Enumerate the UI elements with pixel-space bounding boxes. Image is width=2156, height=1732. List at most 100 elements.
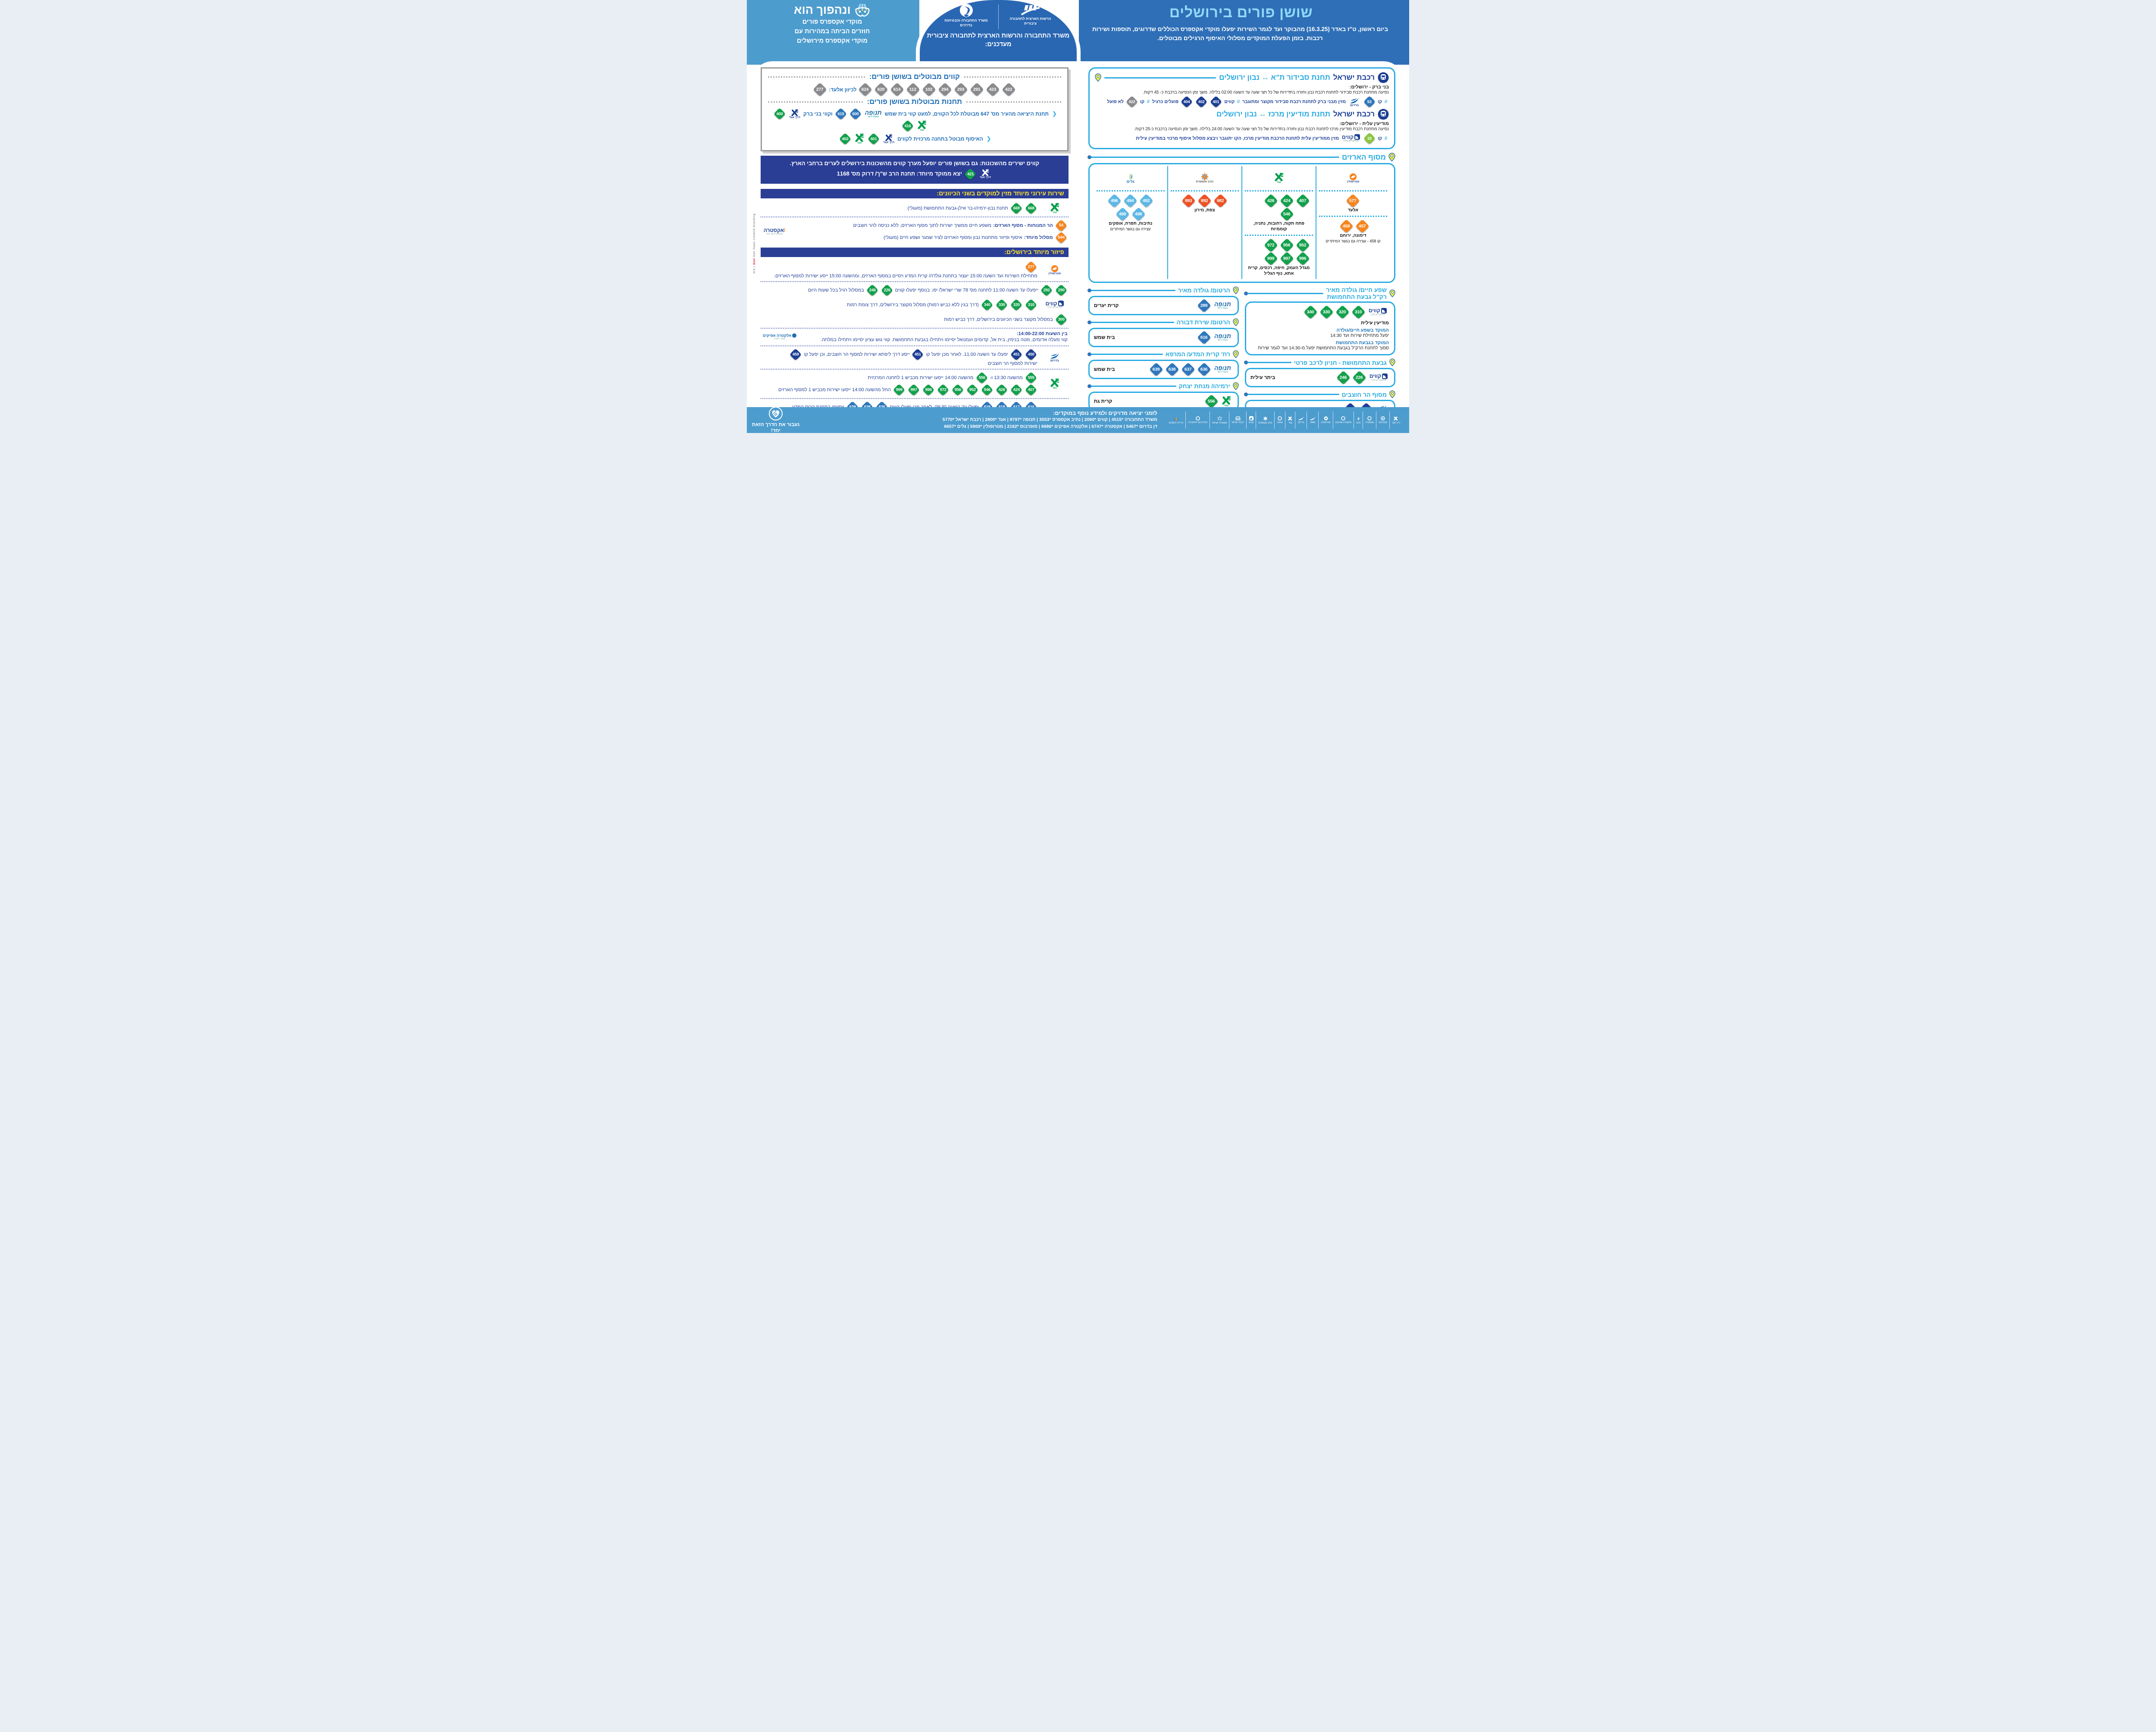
destination-label: צפת, מירון: [1194, 208, 1215, 213]
route-badge-450: 450: [1025, 348, 1037, 361]
rail-operator-label: רכבת ישראל: [1333, 110, 1375, 118]
station-header: הרטום/ שירת דבורה: [1087, 318, 1239, 326]
רכבת ישראל-icon: [1235, 416, 1241, 420]
route-badge-996: 996: [922, 383, 934, 396]
route-badge-300: 300: [1055, 313, 1067, 326]
text-segment: תחנת היציאה מהעיר מס' 647 מבוטלת לכל הקו…: [884, 111, 1049, 117]
text-segment: קווי מעלה אדומים, מטה בנימין, בית אל, קד…: [820, 337, 1068, 343]
header-rule: [1087, 320, 1174, 324]
operator-logo-name: עיריית ירושלים: [1169, 422, 1184, 424]
text-segment: תחנת נבון-ירמיהו-בר אילן-גבעת התחמושת (מ…: [907, 205, 1008, 211]
route-badge-226: 226: [881, 284, 893, 297]
nativ-logo: נתיב אקספרס: [1196, 173, 1213, 184]
route-badge-293: 293: [954, 82, 968, 97]
route-badge-א54: א54: [1055, 231, 1067, 244]
hotlines-line-1: משרד התחבורה *4515 | קווים *2060 | נתיב …: [942, 417, 1157, 423]
israel-rail-box: רכבת ישראל תחנת סבידור ת"א ↔ נבון ירושלי…: [1088, 67, 1395, 149]
route-badge-422: 422: [1002, 82, 1016, 97]
text-segment: פועלים כרגיל: [1152, 99, 1179, 104]
poster-subtitle: ביום ראשון, ט"ז באדר (16.3.25) מהבוקר וע…: [1092, 26, 1388, 41]
studio-credit: ikan ikan maas creative branding | פוס: [753, 213, 756, 273]
operator-logo-אקסטרה: אקסטרה: [1363, 411, 1377, 429]
operator-logo-name: תנופה: [1277, 421, 1283, 424]
cancelled-lines-header: קווים מבוטלים בשושן פורים:: [768, 73, 1061, 81]
express-hubs-headline: ונהפוך הוא מוקדי אקספרס פורים חוזרים הבי…: [752, 3, 912, 46]
route-badge-992: 992: [1197, 194, 1212, 208]
עיריית ירושלים-icon: [1174, 416, 1179, 421]
route-badge-340: 340: [981, 298, 993, 311]
text-segment: קו: [1140, 99, 1145, 104]
egged-logo: אגד: [1043, 203, 1066, 214]
group-badges: 577: [1345, 194, 1361, 208]
text-segment: מתחילת השירות ועד השעה 15:00 יעצור בתחנת…: [774, 273, 1037, 279]
header: שושן פורים בירושלים ביום ראשון, ט"ז באדר…: [747, 0, 1409, 73]
דרך אגד-icon: [1393, 416, 1398, 421]
station-note: סמוך לתחנת הרק"ל בגבעת התחמושת יפעל מ-14…: [1258, 345, 1389, 351]
urban-service-bar: שירות עירוני מיוחד מזין למוקדים בשני הכי…: [761, 188, 1069, 198]
text-segment: ישירות למסוף הר חוצבים: [987, 361, 1037, 366]
text-segment: יפעלו עד השעה 11:00. לאחר מכן יפעל קו: [926, 351, 1008, 357]
text-segment: האיסוף מבוטל בתחנה מרכזית לקווים: [897, 136, 983, 142]
text-segment: קו: [1378, 99, 1382, 104]
תכנית אב לתחבורה-icon: [1195, 416, 1200, 420]
dotted-divider: [1096, 190, 1165, 191]
station-header: ירמיהו/ מנחת יצחק: [1087, 382, 1239, 390]
route-badge-291: 291: [970, 82, 984, 97]
dotted-divider: [1170, 190, 1239, 191]
משטרת ישראל-icon: [1217, 416, 1222, 421]
אקסטרה-icon: [1367, 416, 1372, 420]
rail-subheader-1: בני ברק - ירושלים:: [1349, 85, 1389, 90]
route-badge-999: 999: [1264, 251, 1279, 266]
map-pin-icon: [1233, 318, 1239, 326]
route-badge-993: 993: [1181, 194, 1196, 208]
אגד-icon: [1288, 416, 1293, 421]
rail-subheader-2: מודיעין עלית - ירושלים:: [1339, 121, 1389, 126]
station-title: רח' קרית המדע/ המרפא: [1165, 351, 1230, 358]
station-header: רח' קרית המדע/ המרפא: [1087, 350, 1239, 358]
operator-logo-תכנית אב לתחבורה: תכנית אב לתחבורה: [1186, 411, 1210, 429]
metropolin-logo: מטרופולין: [1043, 265, 1066, 276]
dotted-divider: [1244, 235, 1313, 236]
route-badge-614: 614: [890, 82, 905, 97]
operator-logo-סופרבוס: סופרבוס: [1376, 411, 1390, 429]
route-badge-416: 416: [901, 119, 914, 132]
operator-logo-משטרת ישראל: משטרת ישראל: [1210, 411, 1230, 429]
header-rule: [1087, 289, 1175, 292]
hotlines-title: לזמני יציאה מדויקים ולמידע נוסף במוקדים:: [1053, 410, 1157, 417]
route-badge-546: 546: [981, 383, 993, 396]
station-header: מסוף הר חוצבים: [1244, 390, 1395, 398]
dotted-separator: [761, 281, 1069, 282]
dotted-separator: [761, 328, 1069, 329]
dotted-separator: [761, 368, 1069, 370]
route-badge-556: 556: [975, 371, 988, 384]
operator-logo-DAN: DAN: [1307, 411, 1319, 429]
cancelled-stops-notes: ❮תחנת היציאה מהעיר מס' 647 מבוטלת לכל הק…: [768, 107, 1061, 145]
dotted-separator: [761, 216, 1069, 217]
תנופה-icon: [1278, 416, 1282, 420]
station-note: מודיעין עילית: [1361, 320, 1389, 326]
content-sheet: רכבת ישראל תחנת סבידור ת"א ↔ נבון ירושלי…: [752, 61, 1404, 433]
slogan-block: נעבור את הדרך הזאת יחד!: [750, 406, 801, 433]
galim-logo: גלים: [1125, 167, 1137, 189]
route-badge-637: 637: [1181, 362, 1195, 377]
